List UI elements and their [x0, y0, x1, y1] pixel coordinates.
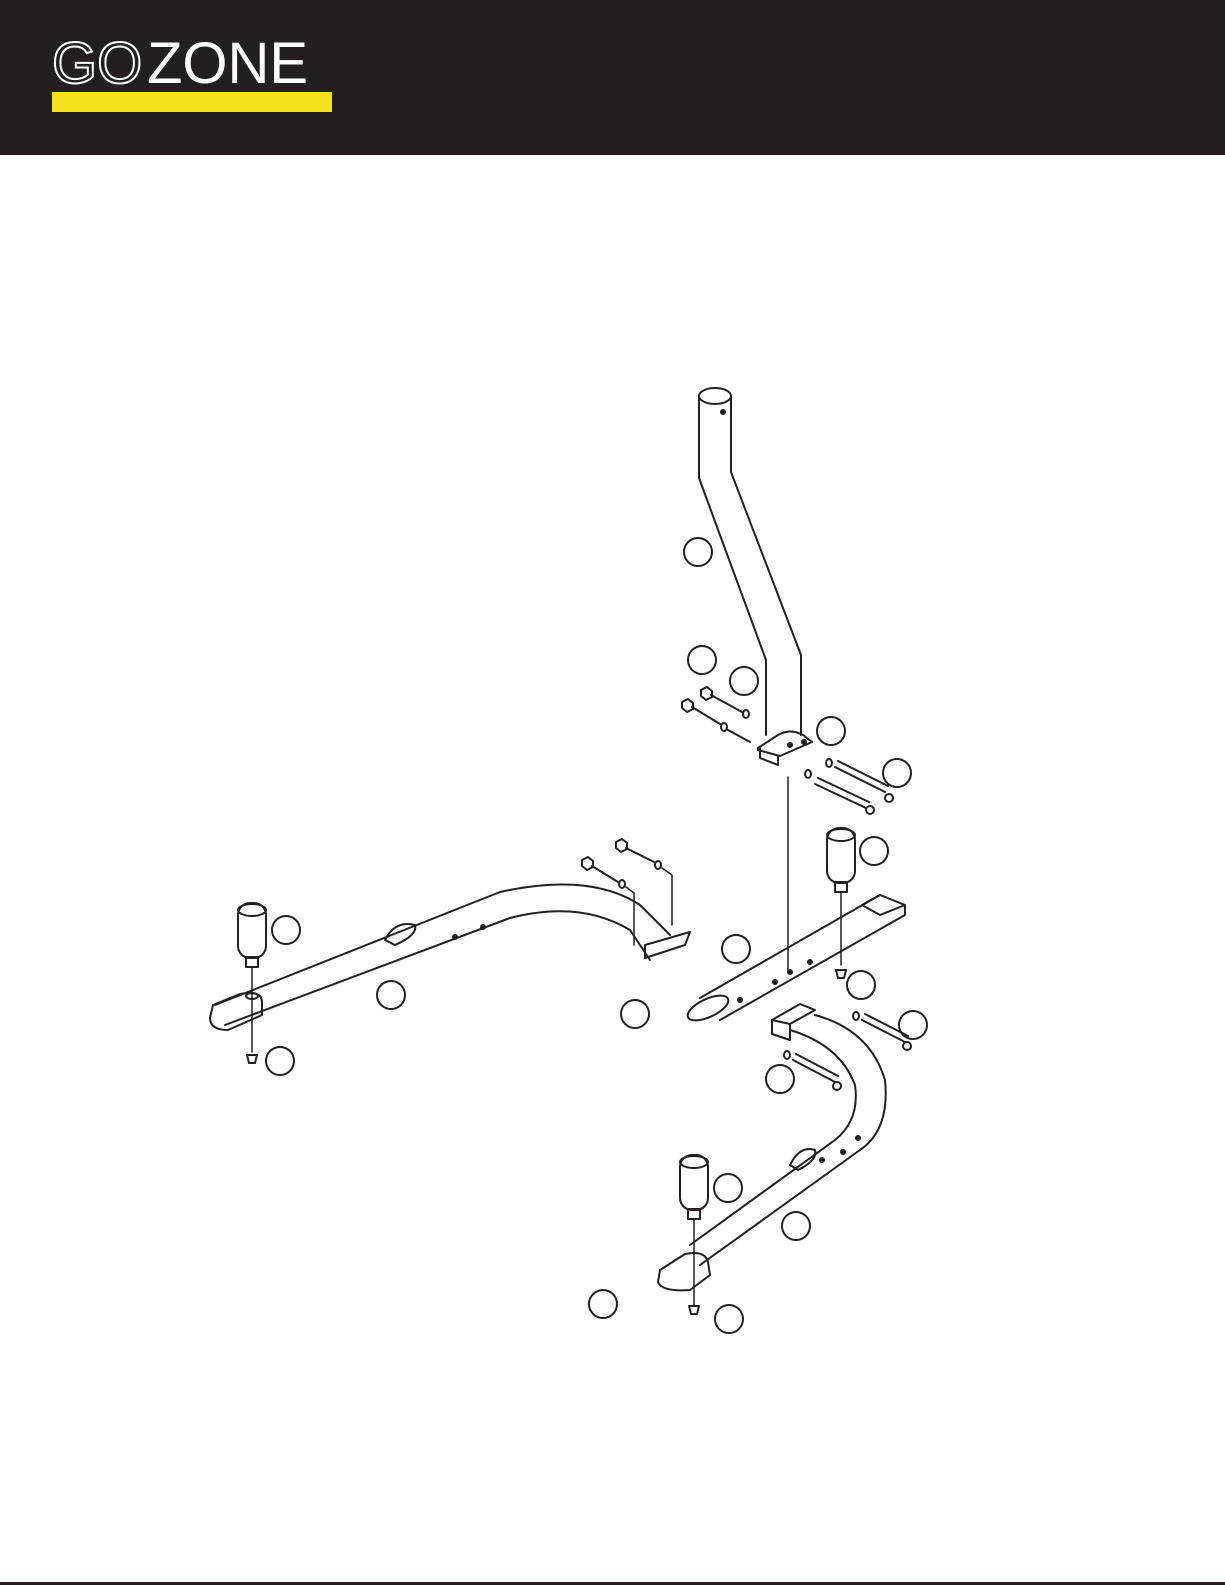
- callout-circle: [684, 538, 712, 566]
- callout-circle: [899, 1011, 927, 1039]
- callout-circle: [272, 916, 300, 944]
- callout-circle: [266, 1047, 294, 1075]
- callout-circle: [782, 1212, 810, 1240]
- callout-circle: [714, 1174, 742, 1202]
- callout-circles: [266, 538, 927, 1333]
- left-leg: [210, 884, 690, 1030]
- foot-bumper-right: [827, 828, 855, 978]
- callout-circle: [688, 646, 716, 674]
- callout-circle: [722, 935, 750, 963]
- callout-circle: [883, 759, 911, 787]
- upper-hardware: [682, 687, 893, 970]
- callout-circle: [766, 1065, 794, 1093]
- callout-circle: [730, 667, 758, 695]
- callout-circle: [715, 1305, 743, 1333]
- callout-circle: [589, 1290, 617, 1318]
- right-leg: [658, 1015, 886, 1290]
- callout-circle: [847, 971, 875, 999]
- right-leg-hardware: [784, 1012, 911, 1090]
- callout-circle: [377, 981, 405, 1009]
- foot-bumper-left: [238, 903, 266, 1063]
- callout-circle: [860, 837, 888, 865]
- callout-circle: [817, 717, 845, 745]
- upright-post: [699, 388, 812, 765]
- callout-circle: [621, 1000, 649, 1028]
